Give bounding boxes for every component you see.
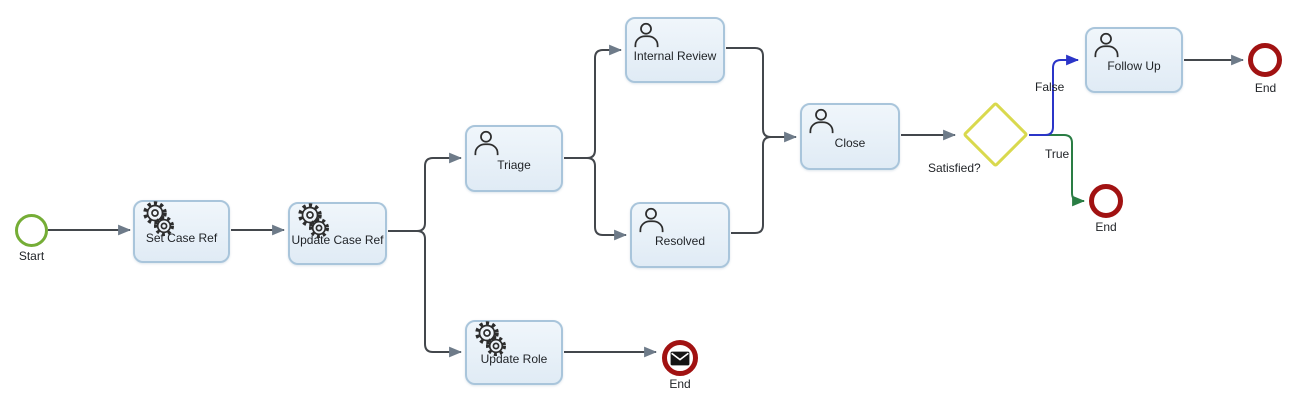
end-event-true-branch[interactable] — [1089, 184, 1123, 218]
flow-update-case-ref-to-update-role[interactable] — [388, 230, 463, 358]
gateway-label: Satisfied? — [928, 161, 981, 175]
flow-triage-to-resolved[interactable] — [564, 157, 628, 241]
start-event-label: Start — [18, 249, 45, 263]
flow-label-false: False — [1035, 80, 1065, 94]
task-set-case-ref[interactable]: Set Case Ref — [133, 200, 230, 263]
task-close[interactable]: Close — [800, 103, 900, 170]
task-follow-up[interactable]: Follow Up — [1085, 27, 1183, 93]
task-update-case-ref[interactable]: Update Case Ref — [288, 202, 387, 265]
flow-gateway-false-to-follow-up[interactable] — [1029, 54, 1080, 136]
task-label: Resolved — [654, 234, 706, 248]
user-icon — [472, 130, 501, 159]
flow-triage-to-internal-review[interactable] — [564, 44, 623, 159]
task-label: Update Role — [480, 351, 548, 366]
user-icon — [807, 108, 836, 137]
flow-update-case-ref-to-triage[interactable] — [388, 152, 463, 232]
task-label: Internal Review — [633, 49, 717, 63]
task-label: Close — [834, 135, 866, 150]
end-event-label: End — [669, 377, 691, 391]
flow-resolved-to-close[interactable] — [731, 136, 772, 234]
task-resolved[interactable]: Resolved — [630, 202, 730, 268]
task-label: Triage — [497, 157, 531, 172]
message-end-event[interactable] — [662, 340, 698, 376]
user-icon — [632, 22, 661, 51]
user-icon — [1092, 32, 1121, 61]
end-event-after-follow-up[interactable] — [1248, 43, 1282, 77]
end-event-label: End — [1254, 81, 1277, 95]
task-label: Update Case Ref — [291, 232, 384, 247]
flow-gateway-true-to-end[interactable] — [1029, 134, 1086, 207]
flow-internal-review-to-close[interactable] — [726, 47, 798, 143]
user-icon — [637, 207, 666, 236]
end-event-label: End — [1095, 220, 1117, 234]
task-internal-review[interactable]: Internal Review — [625, 17, 725, 83]
task-label: Follow Up — [1107, 59, 1161, 73]
envelope-icon — [670, 351, 690, 366]
start-event[interactable] — [15, 214, 48, 247]
task-label: Set Case Ref — [145, 230, 218, 245]
task-triage[interactable]: Triage — [465, 125, 563, 192]
task-update-role[interactable]: Update Role — [465, 320, 563, 385]
flow-label-true: True — [1045, 147, 1070, 161]
